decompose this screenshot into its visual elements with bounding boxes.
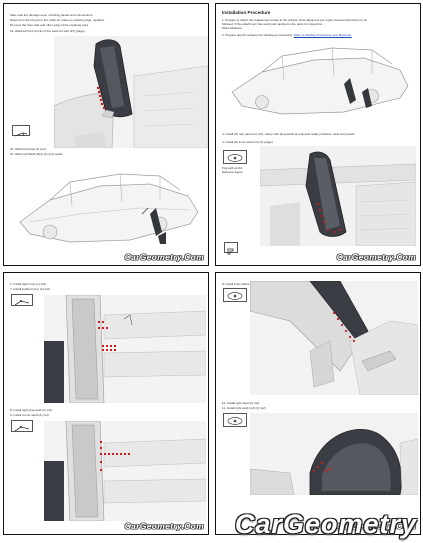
icon-caption: Reference legend (222, 171, 243, 174)
weld-tool-icon (12, 125, 30, 137)
plug-weld-symbol-icon (223, 413, 247, 427)
wheelhouse-figure (250, 413, 418, 495)
step-text: Weld adhesive. (222, 26, 243, 30)
watermark-text: CarGeometry.Com (336, 252, 416, 262)
pillar-install-figure (260, 146, 416, 246)
step-text: followed. If the attachment has weld pai… (222, 22, 325, 26)
step-text: 2. Prepare all joint surfaces for weldin… (222, 33, 352, 37)
manual-page-4: 8. Install Front Weld (2) (ref) 10. Inst… (215, 272, 421, 535)
step-text: 7. Install welded inner (A) (ref) (10, 287, 51, 291)
step-text: 6. Install right inner (1) (ref) (10, 282, 47, 286)
step-text: 21. Weld Left Weld (Ref) (A) (ref) welds (10, 152, 63, 156)
plug-weld-symbol-icon (223, 288, 247, 302)
step-text: 8. Install right plug weld (1) (ref) (10, 408, 53, 412)
step-text: 3. Install left rear panel (1) (ref), cl… (222, 132, 356, 136)
note-line: 19. Weld left front (ref E) of the weld … (10, 29, 85, 33)
step-text: 20. Weld left panel (1) (ref) (10, 147, 46, 151)
watermark-text: CarGeometry.Com (124, 521, 204, 531)
rocker-weld-figure (44, 421, 206, 521)
note-line: Take note the damage area, including pan… (10, 13, 94, 17)
section-heading: Installation Procedure (222, 10, 271, 15)
step-text: 11. Install right weld (ref) (2) (ref) (222, 406, 266, 410)
hand-tool-icon (224, 242, 238, 255)
car-body-figure (19, 173, 199, 244)
step-text: 8. Install Front Weld (2) (ref) (222, 282, 260, 286)
step-text: 9. Install corner weld (A) (ref) (10, 413, 49, 417)
step-text: 10. Install right weld (2) (ref) (222, 401, 260, 405)
manual-page-1: Take note the damage area, including pan… (3, 3, 209, 266)
note-line: Raise front left (if part) to the collar… (10, 18, 105, 22)
brand-watermark: CarGeometry (234, 509, 417, 539)
procedure-link[interactable]: Refer to Welding Procedures and Material… (293, 33, 352, 37)
icon-caption: Plug weld symbol (222, 167, 243, 170)
watermark-text: CarGeometry.Com (336, 521, 416, 531)
pillar-top-figure (250, 281, 418, 395)
step-label: 2. Prepare all joint surfaces for weldin… (222, 33, 293, 37)
pillar-figure (54, 36, 208, 148)
weld-symbol-icon (11, 420, 33, 432)
note-line: Remove the front side and other edge of … (10, 23, 89, 27)
weld-symbol-icon (11, 294, 33, 306)
car-body-figure (231, 47, 409, 115)
manual-page-2: Installation Procedure 1. Prepare to att… (215, 3, 421, 266)
rocker-weld-figure (44, 295, 206, 403)
manual-page-3: 6. Install right inner (1) (ref) 7. Inst… (3, 272, 209, 535)
step-text: 4. Install left inner weld (ref) (2) (pa… (222, 140, 273, 144)
plug-weld-symbol-icon (223, 150, 247, 164)
watermark-text: CarGeometry.Com (124, 252, 204, 262)
step-text: 1. Prepare to attach the replacement pan… (222, 18, 368, 22)
